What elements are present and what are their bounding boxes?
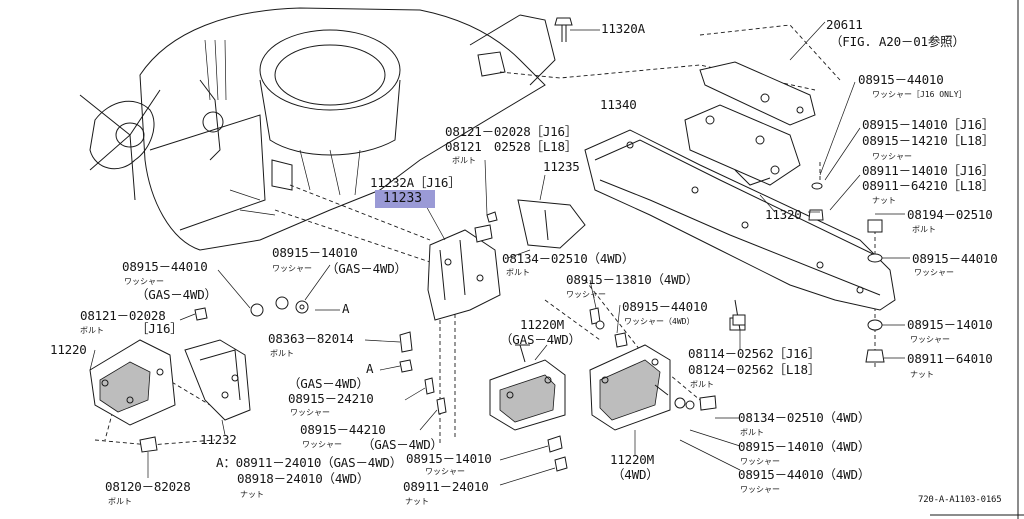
label-n24010-4wd: 08918－24010（4WD） <box>237 471 370 486</box>
leader-lines <box>89 21 910 486</box>
label-w44010-top-jp: ワッシャー［J16 ONLY］ <box>872 90 967 99</box>
label-4wd: （4WD） <box>612 467 659 482</box>
label-b82028: 08120－82028 <box>105 479 191 494</box>
mount-11220M-4wd <box>589 344 671 431</box>
label-w14010-mid: 08915－14010 <box>272 245 358 260</box>
label-11320A: 11320A <box>601 21 645 36</box>
bolt-11320A <box>554 17 600 42</box>
label-bolt-jp3: ボルト <box>506 268 530 277</box>
label-washer-jp11: ワッシャー <box>740 485 780 494</box>
label-w44010-mid: 08915－44010 <box>622 299 708 314</box>
label-w44010-top: 08915－44010 <box>858 72 944 87</box>
label-bolt-jp6: ボルト <box>690 380 714 389</box>
label-b02510-top: 08194－02510 <box>907 207 993 222</box>
label-w44010-r2: 08915－44010 <box>912 251 998 266</box>
label-11340: 11340 <box>600 97 637 112</box>
bracket-11320 <box>684 104 801 186</box>
label-gas4wd-e: （GAS－4WD） <box>362 437 443 452</box>
label-b02562-l18: 08124－02562［L18］ <box>688 362 821 377</box>
label-20611: 20611 <box>826 17 863 32</box>
label-washer-jp1: ワッシャー <box>872 152 912 161</box>
mount-11220M-gas <box>489 344 566 431</box>
label-washer-jp2: ワッシャー <box>914 268 954 277</box>
label-w24210: 08915－24210 <box>288 391 374 406</box>
label-w14210-l18: 08915－14210［L18］ <box>862 133 995 148</box>
label-n24010-bot: 08911－24010 <box>403 479 489 494</box>
label-washer-jp6: ワッシャー（4WD） <box>624 317 695 326</box>
bracket-11235 <box>517 199 586 249</box>
label-w44010-left: 08915－44010 <box>122 259 208 274</box>
label-bolt-jp1: ボルト <box>452 156 476 165</box>
label-nut-jp4: ナット <box>405 497 429 506</box>
label-b02028-left: 08121－02028 <box>80 308 166 323</box>
figure-code: 720-A-A1103-0165 <box>918 495 1002 505</box>
label-w44210: 08915－44210 <box>300 422 386 437</box>
engine-transmission-drawing <box>79 7 556 251</box>
label-j16-paren: ［J16］ <box>136 321 183 336</box>
label-nut-jp1: ナット <box>872 196 896 205</box>
label-n64010: 08911－64010 <box>907 351 993 366</box>
bracket-11232 <box>184 339 251 421</box>
label-n64210-l18: 08911－64210［L18］ <box>862 178 995 193</box>
label-nut-jp3: ナット <box>240 490 264 499</box>
fasteners <box>139 182 885 472</box>
label-gas4wd-c: （GAS－4WD） <box>500 332 581 347</box>
label-w13810: 08915－13810（4WD） <box>566 272 699 287</box>
label-11232: 11232 <box>200 432 237 447</box>
label-w14010-right: 08915－14010 <box>907 317 993 332</box>
label-n14010-j16: 08911－14010［J16］ <box>862 163 995 178</box>
label-bolt-jp4: ボルト <box>80 326 104 335</box>
label-b02562-j16: 08114－02562［J16］ <box>688 346 821 361</box>
label-w14010-bot: 08915－14010 <box>406 451 492 466</box>
label-washer-jp9: ワッシャー <box>302 440 342 449</box>
label-b02028: 08121－02028［J16］ <box>445 124 578 139</box>
mount-11220 <box>89 339 176 426</box>
label-a-ref2: A <box>366 361 374 376</box>
label-11232A: 11232A［J16］ <box>370 175 461 190</box>
label-a-ref: A <box>342 301 350 316</box>
label-20611-ref: （FIG. A20－01参照） <box>830 34 965 49</box>
label-w44010-4wd: 08915－44010（4WD） <box>738 467 871 482</box>
label-b02510-4wd2: 08134－02510（4WD） <box>738 410 871 425</box>
label-gas4wd-d: （GAS－4WD） <box>288 376 369 391</box>
crossmember-11340 <box>584 129 896 331</box>
label-bolt-jp5: ボルト <box>270 349 294 358</box>
label-n24010-gas: A：08911－24010（GAS－4WD） <box>216 455 403 470</box>
label-gas4wd-a: （GAS－4WD） <box>326 261 407 276</box>
label-washer-jp10: ワッシャー <box>740 457 780 466</box>
label-washer-jp8: ワッシャー <box>290 408 330 417</box>
label-washer-jp5: ワッシャー <box>124 277 164 286</box>
label-11320: 11320 <box>765 207 802 222</box>
label-bolt-jp7: ボルト <box>740 428 764 437</box>
label-gas4wd-b: （GAS－4WD） <box>136 287 217 302</box>
label-11220M-gas: 11220M <box>520 317 564 332</box>
label-washer-jp3: ワッシャー <box>272 264 312 273</box>
bracket-11233 <box>427 229 501 321</box>
bolt-08121-02028 <box>474 211 498 243</box>
label-washer-jp4: ワッシャー <box>566 290 606 299</box>
label-w14010-4wd: 08915－14010（4WD） <box>738 439 871 454</box>
label-11220: 11220 <box>50 342 87 357</box>
label-washer-jp12: ワッシャー <box>425 467 465 476</box>
label-bolt-jp8: ボルト <box>108 497 132 506</box>
label-w14010-j16: 08915－14010［J16］ <box>862 117 995 132</box>
plate-20611 <box>699 61 816 126</box>
label-bolt-jp2: ボルト <box>912 225 936 234</box>
label-11235: 11235 <box>543 159 580 174</box>
highlighted-part-number: 11233 <box>375 190 435 208</box>
label-nut-jp2: ナット <box>910 370 934 379</box>
label-washer-jp7: ワッシャー <box>910 335 950 344</box>
label-b02528: 08121 02528［L18］ <box>445 139 578 154</box>
label-b82014: 08363－82014 <box>268 331 354 346</box>
label-b02510-4wd: 08134－02510（4WD） <box>502 251 635 266</box>
label-11220M-4wd: 11220M <box>610 452 654 467</box>
